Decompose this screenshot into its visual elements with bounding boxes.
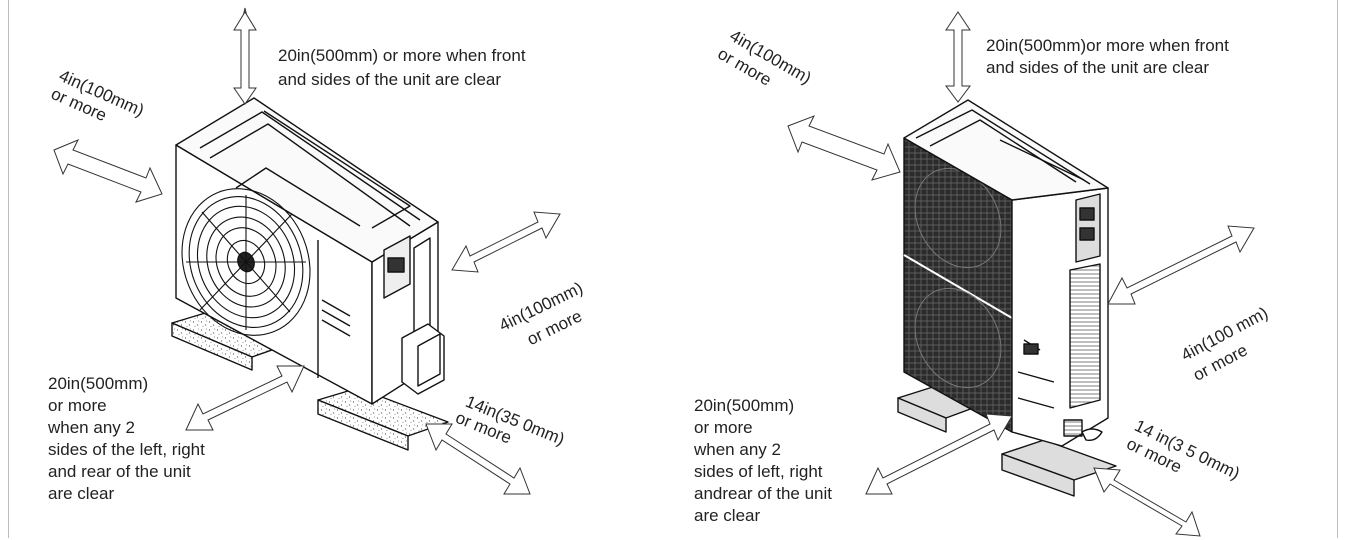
right-clearance-arrows xyxy=(787,11,1255,537)
left-bottom-label-line3: when any 2 xyxy=(48,418,135,437)
right-bottom-arrow xyxy=(865,413,1013,495)
left-top-label-line1: 20in(500mm) or more when front xyxy=(278,46,526,65)
left-clearance-arrows xyxy=(53,7,561,495)
right-bottom-label-line1: 20in(500mm) xyxy=(694,396,795,415)
left-side-panel xyxy=(383,235,445,395)
left-bottom-label-line5: and rear of the unit xyxy=(48,462,191,481)
left-side-arrow xyxy=(53,139,163,203)
left-fan-guard xyxy=(181,188,311,336)
figure-frame xyxy=(8,0,1338,538)
left-bottom-label-line6: are clear xyxy=(48,484,115,503)
left-bottom-arrow xyxy=(185,365,305,431)
left-top-label-line2: and sides of the unit are clear xyxy=(278,70,502,89)
right-bottom-label-line6: are clear xyxy=(694,506,761,525)
left-right-side-arrow xyxy=(451,211,561,273)
right-base-pads xyxy=(897,385,1117,497)
right-bottom-label-line2: or more xyxy=(694,418,753,437)
left-top-arrow-shaft xyxy=(233,11,257,105)
left-front-louvers xyxy=(317,240,351,378)
right-top-label-line2: and sides of the unit are clear xyxy=(986,58,1210,77)
right-outdoor-unit xyxy=(897,99,1117,497)
left-bottom-label-line1: 20in(500mm) xyxy=(48,374,149,393)
right-side-panel xyxy=(1017,193,1103,442)
right-right-side-arrow xyxy=(1107,225,1255,305)
right-top-arrow xyxy=(945,11,971,103)
right-bottom-label-line5: andrear of the unit xyxy=(694,484,832,503)
left-bottom-label-line4: sides of the left, right xyxy=(48,440,205,459)
right-top-label-line1: 20in(500mm)or more when front xyxy=(986,36,1229,55)
left-outdoor-unit xyxy=(171,97,449,451)
right-bottom-label-line3: when any 2 xyxy=(694,440,781,459)
right-bottom-label-line4: sides of left, right xyxy=(694,462,823,481)
left-bottom-label-line2: or more xyxy=(48,396,107,415)
left-rear-arrow xyxy=(425,423,531,495)
right-left-side-arrow xyxy=(787,115,901,181)
right-unit-top-face xyxy=(903,99,1109,201)
right-rear-arrow xyxy=(1093,467,1201,537)
left-base-pads xyxy=(171,310,449,451)
